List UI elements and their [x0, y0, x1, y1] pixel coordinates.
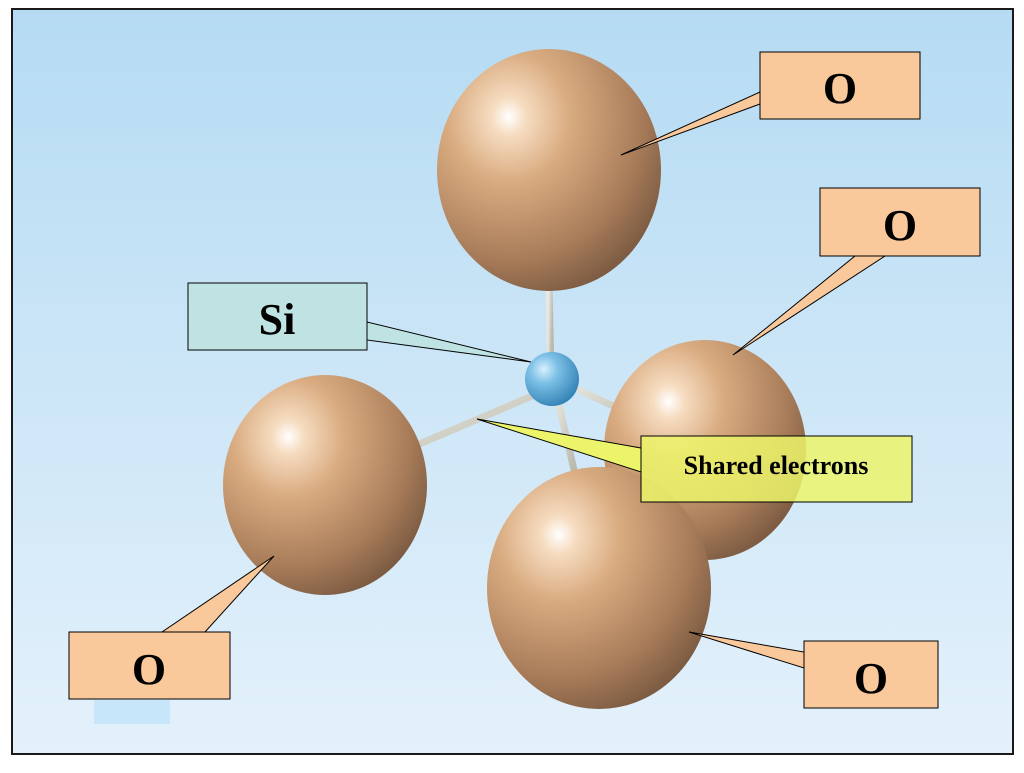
- callout-oxygen-bottom: O: [803, 640, 939, 709]
- oxygen-atom-left: [223, 375, 427, 595]
- oxygen-label-left: O: [132, 645, 166, 694]
- shared-electrons-label: Shared electrons: [684, 451, 869, 480]
- oxygen-label-bottom: O: [854, 654, 888, 703]
- callout-silicon: Si: [187, 282, 368, 351]
- callout-oxygen-left: O: [68, 631, 231, 700]
- bond-left: [399, 386, 550, 455]
- callout-oxygen-top: O: [759, 51, 921, 120]
- oxygen-label-right: O: [883, 201, 917, 250]
- silicon-atom: [525, 352, 579, 406]
- callout-oxygen-right: O: [819, 187, 981, 257]
- oxygen-label-top: O: [823, 64, 857, 113]
- decorative-blue-block: [94, 700, 170, 724]
- oxygen-atom-bottom: [487, 467, 711, 709]
- oxygen-atom-top: [437, 49, 661, 291]
- silicon-label: Si: [259, 295, 296, 344]
- callout-shared-electrons: Shared electrons: [640, 435, 913, 503]
